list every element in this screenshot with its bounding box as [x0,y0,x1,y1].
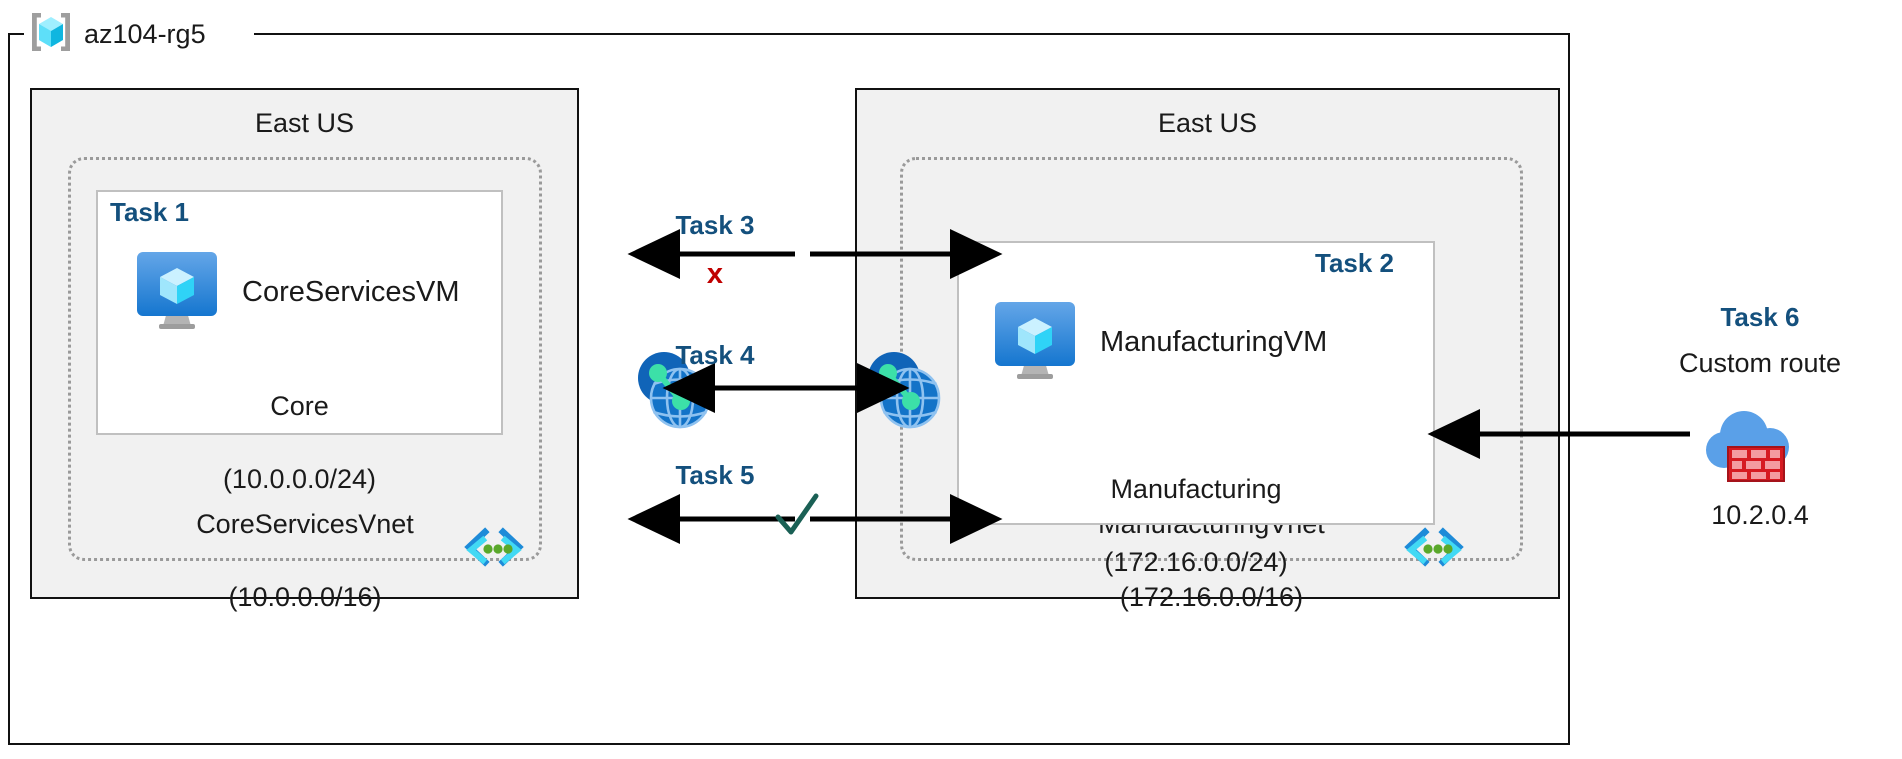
vnet-coreservicesvnet [68,157,542,561]
custom-route-address: 10.2.0.4 [1711,500,1809,530]
virtual-machine-icon [134,250,220,335]
region-right-label: East US [1157,108,1258,138]
subnet-manufacturing-label: Manufacturing (172.16.0.0/24) [957,435,1435,580]
vnet-peering-globe-icon [862,348,946,437]
vnet-coreservicesvnet-cidr: (10.0.0.0/16) [228,581,382,612]
subnet-core-name: Core [270,391,329,422]
task-4-label: Task 4 [675,340,755,370]
vnet-coreservicesvnet-label: CoreServicesVnet (10.0.0.0/16) [68,470,542,615]
vm-coreservicesvm-name: CoreServicesVM [242,276,460,308]
subnet-manufacturing-cidr: (172.16.0.0/24) [1104,546,1288,577]
subnet-manufacturing [957,241,1435,525]
vnet-manufacturingvnet-cidr: (172.16.0.0/16) [1119,581,1304,612]
task3-blocked-x-icon: x [706,258,724,290]
subnet-core-cidr: (10.0.0.0/24) [222,463,377,494]
resource-group-boundary [8,33,1570,745]
resource-group-cube-icon [28,9,74,60]
vm-coreservicesvm: CoreServicesVM [134,250,460,335]
task-2-label: Task 2 [1315,248,1395,278]
resource-group-title: az104-rg5 [28,10,216,58]
resource-group-name: az104-rg5 [84,18,206,49]
virtual-machine-icon [992,300,1078,385]
firewall-cloud-icon [1700,405,1808,494]
subnet-manufacturing-name: Manufacturing [1110,474,1282,505]
subnet-core-label: Core (10.0.0.0/24) [96,352,503,497]
custom-route-label: Custom route [1678,348,1842,378]
subnet-brackets-icon [1403,526,1465,573]
vm-manufacturingvm-name: ManufacturingVM [1100,326,1328,358]
vnet-coreservicesvnet-name: CoreServicesVnet [196,509,414,540]
vm-manufacturingvm: ManufacturingVM [992,300,1327,385]
task-1-label: Task 1 [110,197,190,227]
subnet-brackets-icon [463,526,525,573]
task-3-label: Task 3 [675,210,755,240]
task-5-label: Task 5 [675,460,755,490]
region-left-label: East US [254,108,355,138]
task-6-label: Task 6 [1720,302,1800,332]
